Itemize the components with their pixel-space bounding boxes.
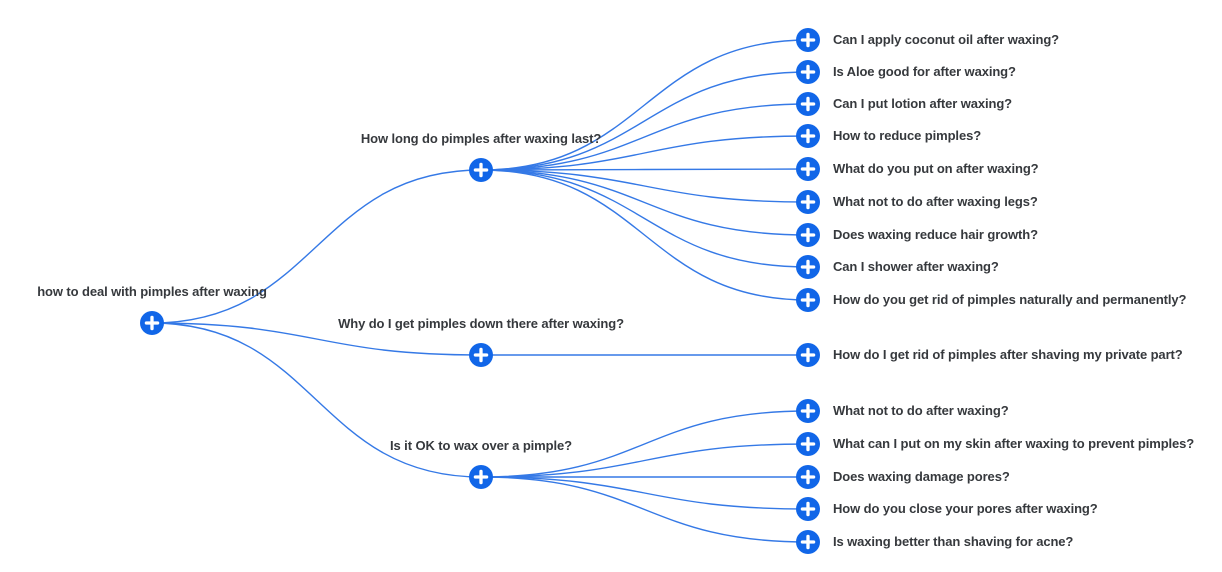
node-label: Can I apply coconut oil after waxing?	[833, 32, 1059, 47]
node-label: Is it OK to wax over a pimple?	[390, 438, 572, 453]
expand-node-button[interactable]	[796, 399, 820, 423]
node-label: How to reduce pimples?	[833, 128, 982, 143]
edge	[480, 410, 809, 478]
node-label: Is waxing better than shaving for acne?	[833, 534, 1074, 549]
node-label: Does waxing reduce hair growth?	[833, 227, 1038, 242]
node-label: What not to do after waxing?	[833, 403, 1009, 418]
node-label: What can I put on my skin after waxing t…	[833, 436, 1195, 451]
expand-node-button[interactable]	[796, 223, 820, 247]
node-label: How do I get rid of pimples after shavin…	[833, 347, 1183, 362]
edge	[151, 322, 482, 478]
expand-node-button[interactable]	[796, 255, 820, 279]
edge	[480, 443, 809, 478]
edge	[480, 168, 809, 171]
node-label: Can I shower after waxing?	[833, 259, 999, 274]
node-label: What not to do after waxing legs?	[833, 194, 1038, 209]
expand-node-button[interactable]	[796, 60, 820, 84]
expand-node-button[interactable]	[796, 288, 820, 312]
edge	[151, 169, 482, 324]
edge	[480, 169, 809, 301]
edge	[480, 71, 809, 171]
edges-layer	[151, 39, 809, 543]
edge	[480, 103, 809, 171]
expand-node-button[interactable]	[796, 465, 820, 489]
expand-node-button[interactable]	[469, 158, 493, 182]
expand-node-button[interactable]	[796, 497, 820, 521]
edge	[480, 135, 809, 171]
expand-node-button[interactable]	[140, 311, 164, 335]
node-label: Can I put lotion after waxing?	[833, 96, 1013, 111]
edge	[480, 169, 809, 203]
expand-node-button[interactable]	[469, 465, 493, 489]
edge	[480, 39, 809, 171]
expand-node-button[interactable]	[469, 343, 493, 367]
node-label: How long do pimples after waxing last?	[360, 131, 602, 146]
node-label: Does waxing damage pores?	[833, 469, 1010, 484]
edge	[480, 169, 809, 268]
expand-node-button[interactable]	[796, 28, 820, 52]
edge	[480, 476, 809, 510]
node-label: What do you put on after waxing?	[833, 161, 1039, 176]
nodes-layer	[140, 28, 820, 554]
node-label: Why do I get pimples down there after wa…	[338, 316, 624, 331]
expand-node-button[interactable]	[796, 124, 820, 148]
edge	[480, 169, 809, 236]
node-label: How do you close your pores after waxing…	[833, 501, 1098, 516]
expand-node-button[interactable]	[796, 157, 820, 181]
expand-node-button[interactable]	[796, 92, 820, 116]
edge	[151, 322, 482, 356]
expand-node-button[interactable]	[796, 432, 820, 456]
expand-node-button[interactable]	[796, 530, 820, 554]
node-label: How do you get rid of pimples naturally …	[833, 292, 1187, 307]
node-label: Is Aloe good for after waxing?	[833, 64, 1016, 79]
expand-node-button[interactable]	[796, 343, 820, 367]
edge	[480, 476, 809, 543]
node-label: how to deal with pimples after waxing	[37, 284, 267, 299]
expand-node-button[interactable]	[796, 190, 820, 214]
